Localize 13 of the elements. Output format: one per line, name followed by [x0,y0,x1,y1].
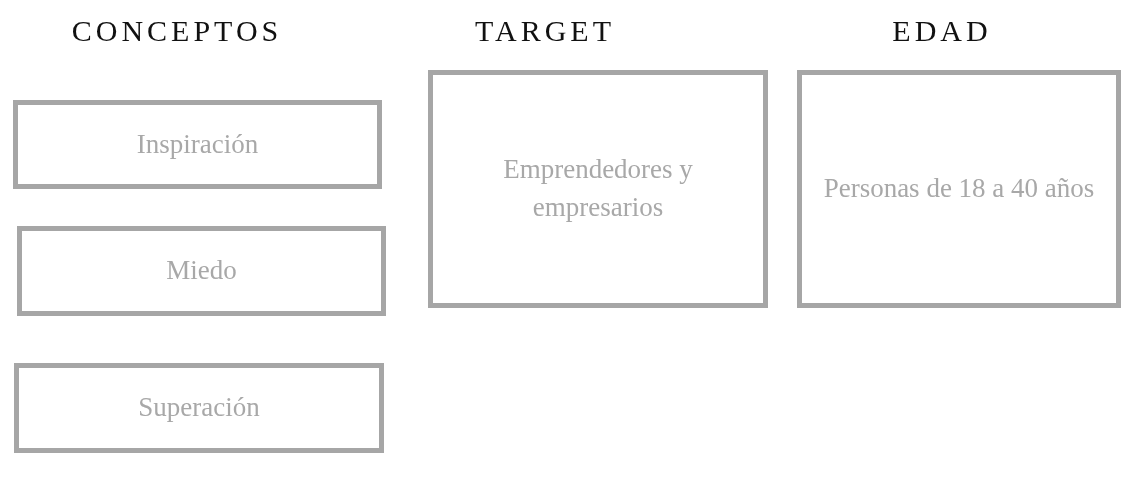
text-box [797,70,1121,308]
column-heading: TARGET [475,14,615,48]
box-text: Personas de 18 a 40 años [823,172,1095,206]
column-heading: EDAD [892,14,992,48]
text-box [14,363,384,453]
column-heading: CONCEPTOS [71,14,283,48]
box-text: Emprendedores y empresarios [502,153,694,224]
box-text: Inspiración [136,127,259,161]
text-box [428,70,768,308]
text-box [17,226,386,316]
box-text: Miedo [166,254,237,288]
box-text: Superación [138,391,260,425]
text-box [13,100,382,189]
